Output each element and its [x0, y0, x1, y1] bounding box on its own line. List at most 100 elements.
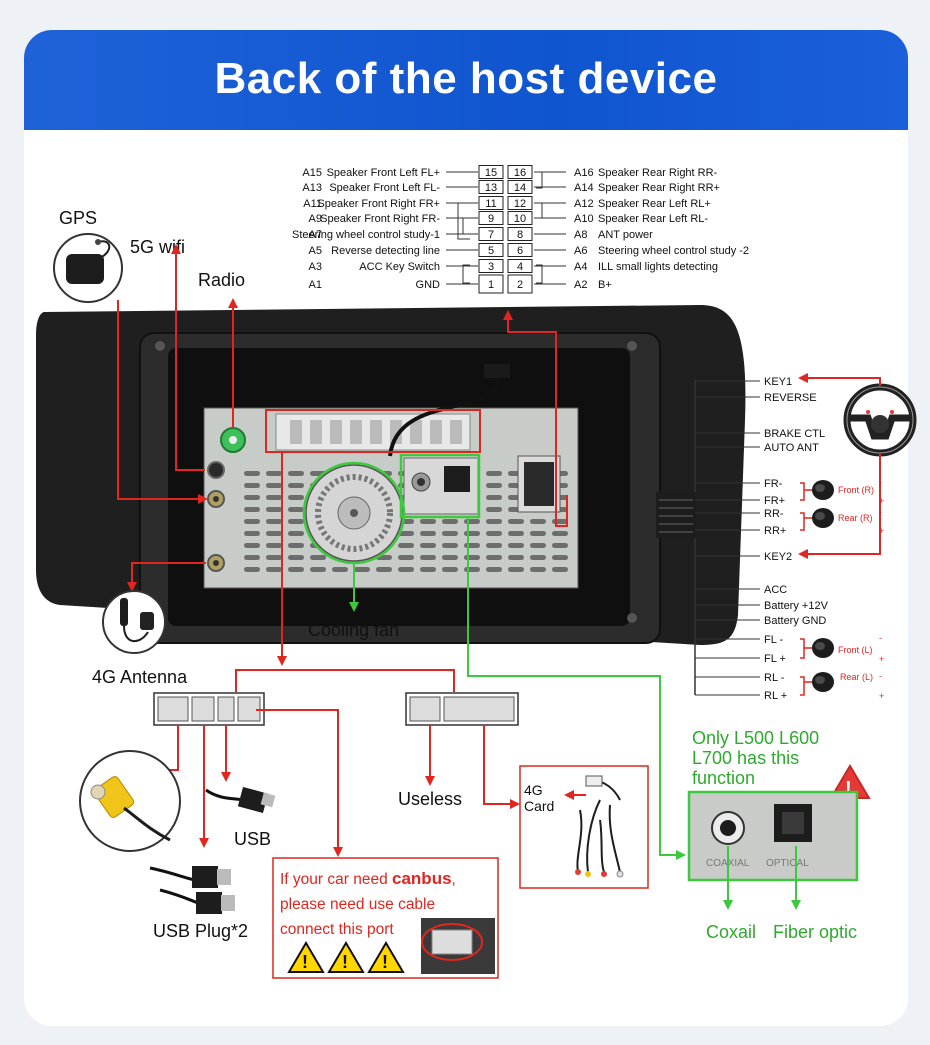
useless-label: Useless	[398, 789, 462, 809]
pin-name-left: ACC Key Switch	[359, 261, 440, 273]
svg-text:+: +	[879, 654, 884, 664]
pin-box	[507, 180, 533, 194]
svg-text:-: -	[879, 671, 882, 681]
coaxil-label: Coxail	[706, 922, 756, 942]
metal-chassis	[203, 364, 579, 589]
pin-code-left: A15	[302, 167, 322, 179]
harness-wire-label: KEY2	[764, 551, 792, 563]
pin-box	[507, 196, 533, 210]
pin-box	[478, 259, 504, 273]
svg-text:+: +	[879, 526, 884, 536]
coax-optical-panel: COAXIAL OPTICAL	[687, 790, 859, 882]
svg-text:!: !	[342, 952, 348, 972]
card-4g-box	[519, 765, 649, 889]
harness-wire-label: ACC	[764, 584, 787, 596]
only-models-line3: function	[692, 768, 755, 788]
pin-box	[478, 180, 504, 194]
pin-code-right: A8	[574, 229, 587, 241]
header-banner: Back of the host device	[24, 30, 908, 130]
harness-wire-label: Battery +12V	[764, 600, 829, 612]
pin-name-right: ANT power	[598, 229, 653, 241]
pin-number: 7	[488, 229, 494, 241]
harness-wire-label: RL -	[764, 672, 785, 684]
pin-name-right: Steering wheel control study -2	[598, 245, 749, 257]
warning-icon: !	[327, 941, 365, 973]
pin-box	[507, 259, 533, 273]
harness-wire-label: RR+	[764, 525, 786, 537]
harness-wire-label: FR+	[764, 495, 785, 507]
usb-label: USB	[234, 829, 271, 849]
radio-label: Radio	[198, 270, 245, 290]
harness-wire-label: KEY1	[764, 376, 792, 388]
pin-name-left: Speaker Front Right FR+	[317, 198, 440, 210]
pin-box	[478, 274, 504, 294]
svg-text:!: !	[845, 778, 852, 800]
warning-icon: !	[367, 941, 405, 973]
gps-label: GPS	[59, 208, 97, 228]
pin-code-left: A3	[309, 261, 322, 273]
harness-wire-label: RL +	[764, 690, 787, 702]
antenna-4g-label: 4G Antenna	[92, 667, 188, 687]
canbus-line1: If your car need canbus,	[280, 869, 456, 888]
optical-port-text: OPTICAL	[766, 858, 809, 869]
gps-antenna	[53, 233, 123, 303]
top-port-highlight	[265, 409, 481, 453]
pin-name-right: B+	[598, 279, 612, 291]
harness-wire-label: Battery GND	[764, 615, 826, 627]
pin-number: 1	[488, 279, 494, 291]
usb-plug-label: USB Plug*2	[153, 921, 248, 941]
pin-box	[478, 196, 504, 210]
svg-text:+: +	[879, 496, 884, 506]
pin-code-left: A13	[302, 182, 322, 194]
pin-number: 5	[488, 245, 494, 257]
harness-wire-label: FL +	[764, 653, 786, 665]
antenna-4g	[102, 590, 166, 654]
harness-wire-label: FR-	[764, 478, 783, 490]
harness-wire-label: REVERSE	[764, 392, 817, 404]
pin-number: 10	[514, 213, 526, 225]
pin-name-left: Speaker Front Right FR-	[320, 213, 440, 225]
pin-box	[478, 243, 504, 257]
card-4g-label-line1: 4G	[524, 782, 543, 798]
svg-text:-: -	[879, 507, 882, 517]
speaker-rear-l-label: Rear (L)	[840, 672, 873, 682]
canbus-line3: connect this port	[280, 921, 394, 938]
pin-code-left: A11	[303, 198, 322, 210]
only-models-line1: Only L500 L600	[692, 728, 819, 748]
pin-box	[507, 227, 533, 241]
harness-connector-right	[405, 692, 519, 726]
pin-code-right: A2	[574, 279, 587, 291]
pin-code-left: A7	[309, 229, 322, 241]
pin-code-right: A6	[574, 245, 587, 257]
pin-number: 12	[514, 198, 526, 210]
pin-name-right: ILL small lights detecting	[598, 261, 718, 273]
steering-wheel-icon	[843, 383, 917, 457]
pin-box	[478, 165, 504, 179]
pin-name-right: Speaker Rear Left RL-	[598, 213, 708, 225]
svg-text:-: -	[879, 633, 882, 643]
pin-box	[507, 274, 533, 294]
rca-cable	[79, 750, 181, 852]
pin-code-left: A1	[309, 279, 322, 291]
pin-number: 2	[517, 279, 523, 291]
speaker-rear-r-label: Rear (R)	[838, 513, 873, 523]
pin-name-right: Speaker Rear Right RR+	[598, 182, 720, 194]
harness-wire-label: AUTO ANT	[764, 442, 819, 454]
pin-box	[507, 165, 533, 179]
usb-cable	[205, 786, 276, 814]
cooling-fan-label: Cooling fan	[308, 620, 399, 640]
svg-text:+: +	[879, 691, 884, 701]
pin-number: 4	[517, 261, 523, 273]
pin-box	[478, 227, 504, 241]
harness-wire-label: FL -	[764, 634, 783, 646]
pin-number: 13	[485, 182, 497, 194]
pin-box	[507, 243, 533, 257]
speaker-front-r-label: Front (R)	[838, 485, 874, 495]
pin-box	[507, 211, 533, 225]
svg-text:!: !	[302, 952, 308, 972]
pin-number: 9	[488, 213, 494, 225]
page-title: Back of the host device	[214, 54, 718, 103]
